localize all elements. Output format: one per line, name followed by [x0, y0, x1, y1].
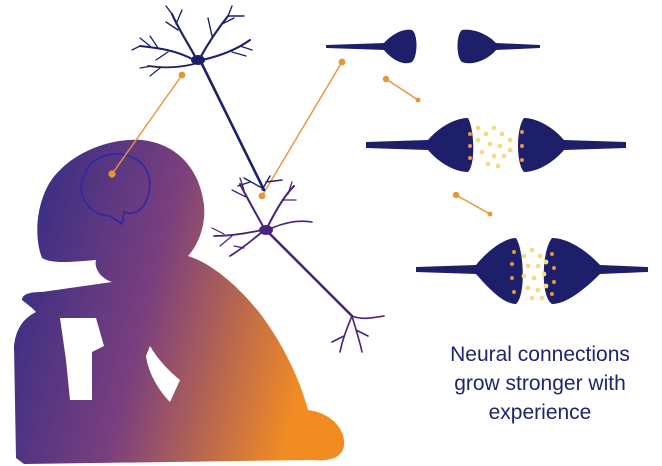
synapse-icon: [326, 30, 540, 64]
caption-line: experience: [418, 398, 662, 427]
caption-line: grow stronger with: [418, 369, 662, 398]
caption-text: Neural connections grow stronger with ex…: [418, 340, 662, 427]
synapse-icon: [366, 118, 626, 172]
caption-line: Neural connections: [418, 340, 662, 369]
baby-silhouette-icon: [14, 140, 344, 464]
synapse-icon: [416, 238, 648, 304]
